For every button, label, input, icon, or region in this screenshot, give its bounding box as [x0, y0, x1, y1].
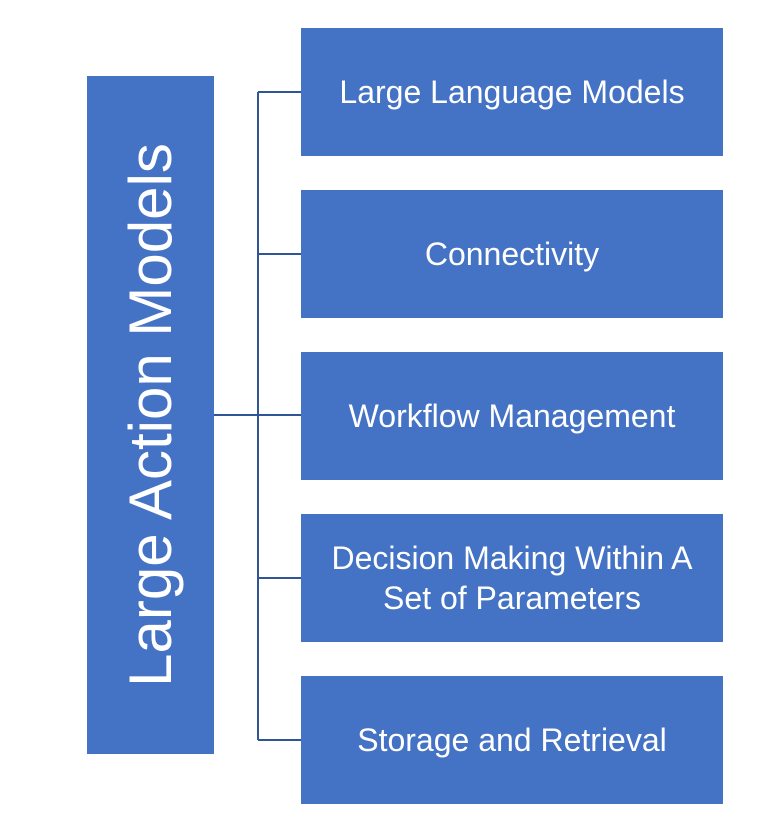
child-node-label: Workflow Management [348, 398, 676, 434]
child-node-connectivity: Connectivity [301, 190, 723, 318]
child-node-workflow-management: Workflow Management [301, 352, 723, 480]
child-node-decision-making: Decision Making Within A Set of Paramete… [301, 514, 723, 642]
child-node-storage-and-retrieval: Storage and Retrieval [301, 676, 723, 804]
child-node-label: Connectivity [424, 236, 600, 272]
root-node-label: Large Action Models [116, 143, 184, 687]
child-node-label: Storage and Retrieval [357, 722, 667, 758]
root-node: Large Action Models [87, 76, 214, 754]
child-node-label: Decision Making Within A Set of Paramete… [331, 540, 693, 616]
child-node-label: Large Language Models [339, 74, 685, 110]
child-node-large-language-models: Large Language Models [301, 28, 723, 156]
